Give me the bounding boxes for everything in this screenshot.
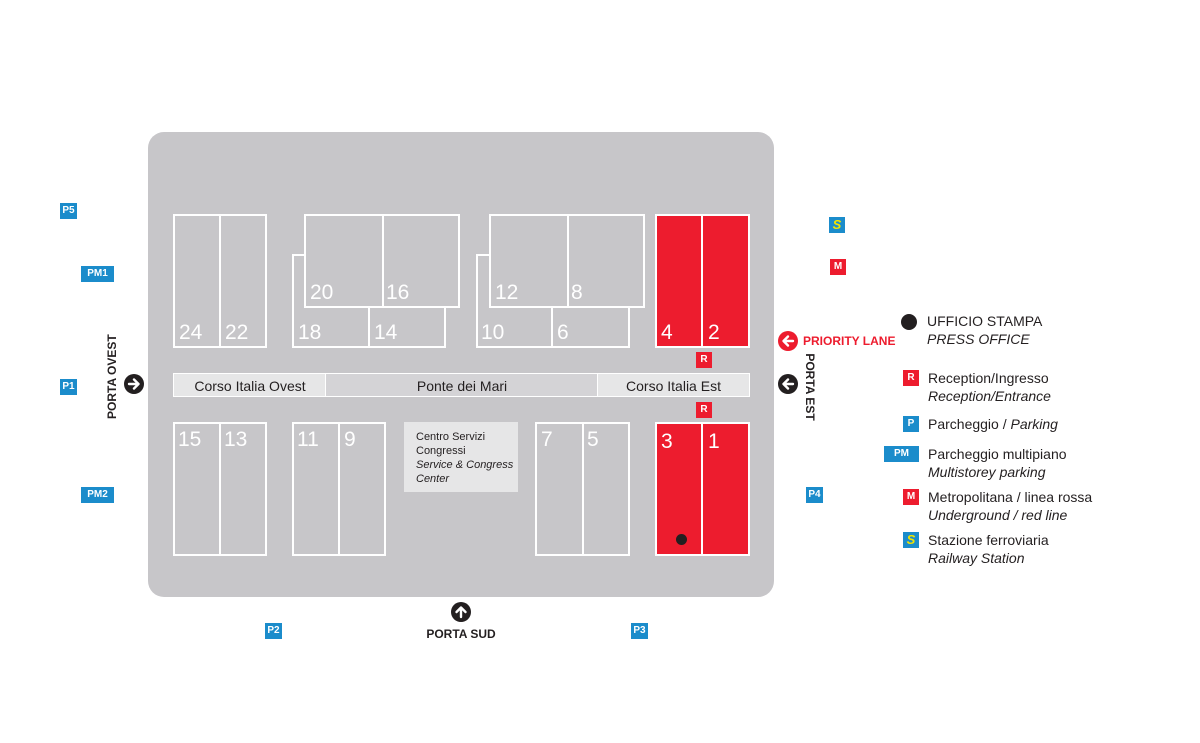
hall-2[interactable]: 2 bbox=[701, 214, 750, 348]
legend-reception-en: Reception/Entrance bbox=[928, 388, 1051, 404]
hall-number: 7 bbox=[541, 428, 553, 451]
road-corso-italia-ovest: Corso Italia Ovest bbox=[173, 373, 327, 397]
hall-number: 3 bbox=[661, 430, 673, 453]
gate-west-arrow-icon[interactable] bbox=[124, 374, 144, 394]
hall-number: 18 bbox=[298, 321, 322, 344]
hall-14[interactable]: 14 bbox=[368, 306, 446, 348]
legend-multi-en: Multistorey parking bbox=[928, 464, 1046, 480]
press-office-legend-icon bbox=[901, 314, 917, 330]
hall-7[interactable]: 7 bbox=[535, 422, 584, 556]
congress-label-en-1: Service & Congress bbox=[416, 459, 514, 471]
congress-center[interactable]: Centro Servizi Congressi Service & Congr… bbox=[404, 422, 518, 492]
hall-number: 14 bbox=[374, 321, 398, 344]
hall-8[interactable]: 8 bbox=[567, 214, 645, 308]
hall-3[interactable]: 3 bbox=[655, 422, 703, 556]
congress-label-it-1: Centro Servizi bbox=[416, 431, 486, 443]
gate-label-east: PORTA EST bbox=[803, 353, 817, 421]
congress-label-it-2: Congressi bbox=[416, 445, 466, 457]
gate-label-west: PORTA OVEST bbox=[105, 334, 119, 419]
parking-p5[interactable]: P5 bbox=[60, 203, 77, 219]
hall-number: 16 bbox=[386, 281, 410, 304]
hall-number: 1 bbox=[708, 430, 720, 453]
hall-number: 2 bbox=[708, 321, 720, 344]
legend-reception: Reception/Ingresso Reception/Entrance bbox=[928, 369, 1051, 405]
hall-15[interactable]: 15 bbox=[173, 422, 221, 556]
press-office-dot-icon[interactable] bbox=[676, 534, 687, 545]
hall-6[interactable]: 6 bbox=[551, 306, 630, 348]
railway-station-marker[interactable]: S bbox=[829, 217, 845, 233]
legend-parking: Parcheggio / Parking bbox=[928, 415, 1058, 433]
gate-east-arrow-icon[interactable] bbox=[778, 374, 798, 394]
hall-9[interactable]: 9 bbox=[338, 422, 386, 556]
legend-parking-en: Parking bbox=[1010, 416, 1058, 432]
parking-p2[interactable]: P2 bbox=[265, 623, 282, 639]
legend-metro-it: Metropolitana / linea rossa bbox=[928, 489, 1093, 505]
parking-p3[interactable]: P3 bbox=[631, 623, 648, 639]
legend-station-en: Railway Station bbox=[928, 550, 1025, 566]
gate-label-south: PORTA SUD bbox=[426, 627, 496, 641]
hall-22[interactable]: 22 bbox=[219, 214, 267, 348]
legend-press-office: UFFICIO STAMPA PRESS OFFICE bbox=[927, 312, 1042, 348]
gate-south-arrow-icon[interactable] bbox=[451, 602, 471, 622]
legend-station-it: Stazione ferroviaria bbox=[928, 532, 1049, 548]
legend-metro: Metropolitana / linea rossa Underground … bbox=[928, 488, 1092, 524]
legend-reception-icon: R bbox=[903, 370, 919, 386]
hall-number: 10 bbox=[481, 321, 505, 344]
legend-parking-it: Parcheggio / bbox=[928, 416, 1011, 432]
congress-label-en-2: Center bbox=[416, 473, 450, 485]
hall-1[interactable]: 1 bbox=[701, 422, 750, 556]
legend-multistorey: Parcheggio multipiano Multistorey parkin… bbox=[928, 445, 1067, 481]
priority-lane-label: PRIORITY LANE bbox=[803, 334, 896, 348]
reception-marker-south[interactable]: R bbox=[696, 402, 712, 418]
metro-marker[interactable]: M bbox=[830, 259, 846, 275]
parking-pm1[interactable]: PM1 bbox=[81, 266, 114, 282]
legend-reception-it: Reception/Ingresso bbox=[928, 370, 1049, 386]
hall-24[interactable]: 24 bbox=[173, 214, 221, 348]
road-corso-italia-est: Corso Italia Est bbox=[597, 373, 750, 397]
hall-11[interactable]: 11 bbox=[292, 422, 340, 556]
hall-number: 24 bbox=[179, 321, 203, 344]
hall-20[interactable]: 20 bbox=[304, 214, 384, 308]
hall-number: 12 bbox=[495, 281, 519, 304]
hall-4[interactable]: 4 bbox=[655, 214, 703, 348]
hall-number: 5 bbox=[587, 428, 599, 451]
hall-number: 6 bbox=[557, 321, 569, 344]
reception-marker-north[interactable]: R bbox=[696, 352, 712, 368]
legend-multi-it: Parcheggio multipiano bbox=[928, 446, 1067, 462]
hall-number: 20 bbox=[310, 281, 334, 304]
legend-station: Stazione ferroviaria Railway Station bbox=[928, 531, 1049, 567]
hall-number: 8 bbox=[571, 281, 583, 304]
legend-press-en: PRESS OFFICE bbox=[927, 331, 1030, 347]
legend-multistorey-icon: PM bbox=[884, 446, 919, 462]
legend-parking-icon: P bbox=[903, 416, 919, 432]
legend-metro-icon: M bbox=[903, 489, 919, 505]
legend-press-it: UFFICIO STAMPA bbox=[927, 313, 1043, 329]
legend-station-icon: S bbox=[903, 532, 919, 548]
priority-lane-arrow-icon[interactable] bbox=[778, 331, 798, 351]
parking-p4[interactable]: P4 bbox=[806, 487, 823, 503]
legend-metro-en: Underground / red line bbox=[928, 507, 1068, 523]
hall-5[interactable]: 5 bbox=[582, 422, 630, 556]
hall-number: 4 bbox=[661, 321, 673, 344]
road-ponte-dei-mari: Ponte dei Mari bbox=[325, 373, 599, 397]
parking-p1[interactable]: P1 bbox=[60, 379, 77, 395]
hall-number: 22 bbox=[225, 321, 249, 344]
hall-number: 15 bbox=[178, 428, 202, 451]
hall-16[interactable]: 16 bbox=[382, 214, 460, 308]
hall-12[interactable]: 12 bbox=[489, 214, 569, 308]
hall-13[interactable]: 13 bbox=[219, 422, 267, 556]
parking-pm2[interactable]: PM2 bbox=[81, 487, 114, 503]
hall-number: 11 bbox=[297, 428, 319, 451]
hall-number: 13 bbox=[224, 428, 248, 451]
hall-number: 9 bbox=[344, 428, 356, 451]
